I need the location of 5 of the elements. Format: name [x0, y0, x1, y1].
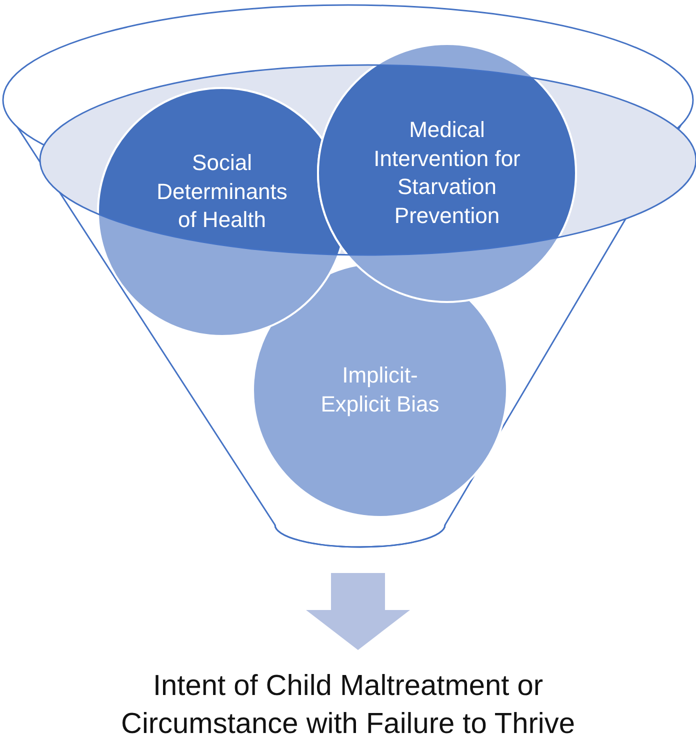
circle-label: Social Determinants of Health [156, 149, 288, 234]
circle-label: Implicit-Explicit Bias [320, 361, 440, 418]
outcome-text: Intent of Child Maltreatment or Circumstance with Failure to Thrive [80, 668, 616, 744]
circle-label: Medical Intervention for Starvation Prevention [372, 116, 522, 230]
down-arrow [306, 573, 410, 650]
